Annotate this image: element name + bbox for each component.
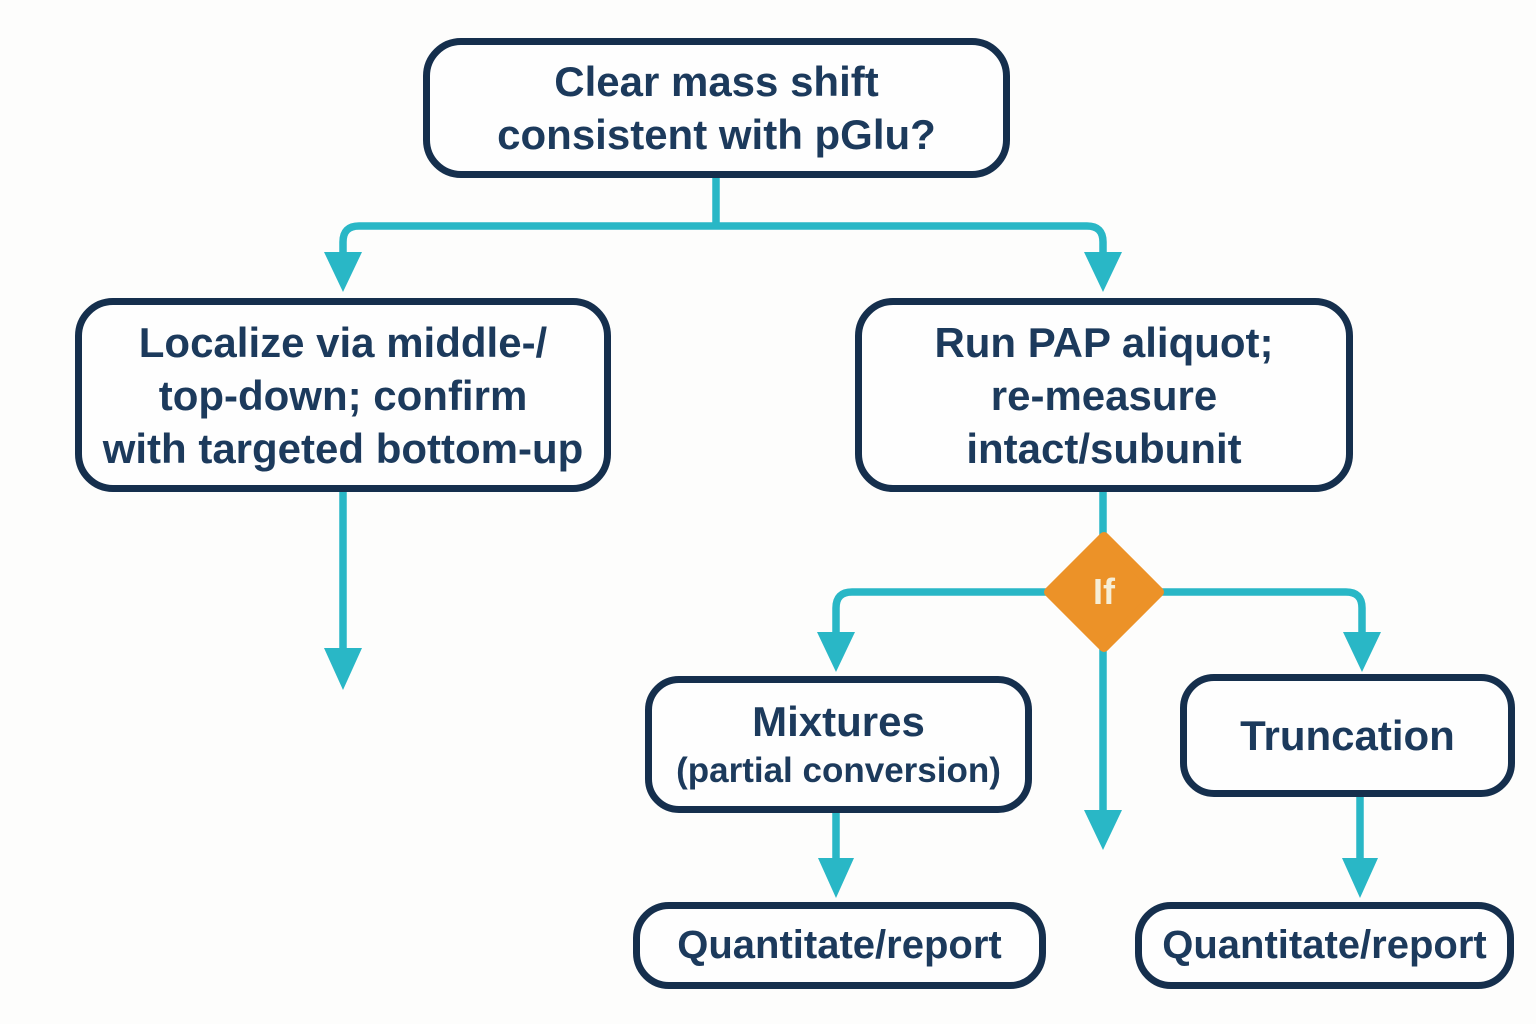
node-line: Run PAP aliquot; — [934, 318, 1274, 366]
arrowhead-to-truncation — [1343, 632, 1381, 672]
node-clear-mass-shift: Clear mass shift consistent with pGlu? — [423, 38, 1010, 178]
node-line: consistent with pGlu? — [497, 111, 936, 158]
arrowhead-to-pap — [1084, 252, 1122, 292]
arrowhead-decision-middle-end — [1084, 810, 1122, 850]
node-line: Localize via middle-/ — [138, 318, 548, 366]
node-line: Clear mass shift — [554, 58, 879, 105]
node-line: intact/subunit — [966, 424, 1242, 472]
arrowhead-localize-end — [324, 648, 362, 690]
node-line: Quantitate/report — [677, 923, 1002, 967]
node-line: top-down; confirm — [158, 371, 528, 419]
node-quantitate-report-right: Quantitate/report — [1135, 902, 1514, 989]
node-line: with targeted bottom-up — [102, 424, 584, 472]
node-line: Mixtures — [752, 698, 925, 745]
node-quantitate-report-left: Quantitate/report — [633, 902, 1046, 989]
arrowhead-to-mixtures — [817, 632, 855, 672]
node-localize-middle-top-down: Localize via middle-/ top-down; confirm … — [75, 298, 611, 492]
arrowhead-to-quantitate-left — [818, 858, 854, 898]
arrowhead-to-localize — [324, 252, 362, 292]
arrowhead-to-quantitate-right — [1342, 858, 1378, 898]
node-truncation: Truncation — [1180, 674, 1515, 797]
node-mixtures: Mixtures (partial conversion) — [645, 676, 1032, 813]
node-subline: (partial conversion) — [676, 751, 1001, 790]
connector-root-split — [339, 222, 1107, 258]
node-run-pap-aliquot: Run PAP aliquot; re-measure intact/subun… — [855, 298, 1353, 492]
decision-if-label: If — [1093, 571, 1115, 612]
node-line: Truncation — [1240, 712, 1455, 759]
node-line: Quantitate/report — [1162, 923, 1487, 967]
node-line: re-measure — [990, 371, 1218, 419]
decision-diamond — [1044, 532, 1164, 652]
